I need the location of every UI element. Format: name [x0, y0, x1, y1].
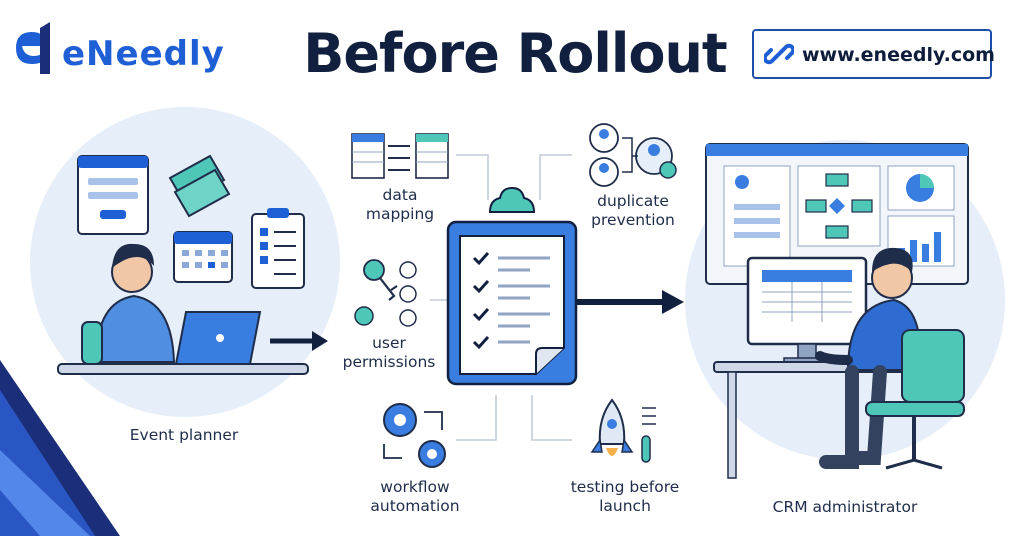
- step-duplicate-prevention: duplicate prevention: [568, 192, 698, 230]
- chair-icon: [865, 329, 965, 470]
- clipboard-icon: [446, 186, 578, 386]
- connector-lines: [430, 154, 572, 441]
- step-label-line: workflow: [380, 478, 450, 496]
- website-link[interactable]: www.eneedly.com: [752, 29, 995, 79]
- checklist-icon: [251, 208, 305, 289]
- arrow-to-checklist: [270, 331, 328, 351]
- corner-stripes-decoration: [0, 360, 120, 536]
- actor-event-planner: Event planner: [129, 426, 239, 444]
- calendar-icon: [173, 231, 233, 283]
- user-profiles-icon: [589, 123, 677, 187]
- spreadsheet-icon: [351, 133, 449, 179]
- logo-text: eNeedly: [62, 34, 225, 74]
- planner-desk: [57, 363, 309, 375]
- step-label-line: mapping: [365, 205, 435, 223]
- step-user-permissions: user permissions: [324, 334, 454, 372]
- logo-mark-icon: [16, 22, 50, 74]
- actor-crm-administrator: CRM administrator: [772, 498, 918, 516]
- step-label-line: duplicate: [597, 192, 669, 210]
- step-label-line: automation: [370, 497, 460, 515]
- step-label-line: user: [372, 334, 406, 352]
- page-title: Before Rollout: [303, 22, 727, 85]
- step-label-line: prevention: [591, 211, 675, 229]
- website-url[interactable]: www.eneedly.com: [802, 44, 995, 66]
- event-planner-figure: [81, 243, 176, 365]
- step-label-line: testing before: [570, 478, 680, 496]
- link-icon: [764, 43, 794, 65]
- step-label-line: data: [382, 186, 418, 204]
- laptop-icon: [174, 311, 262, 365]
- key-icon: [354, 259, 417, 327]
- web-form-icon: [77, 155, 149, 235]
- step-label-line: launch: [599, 497, 651, 515]
- rocket-icon: [590, 398, 656, 463]
- step-data-mapping: data mapping: [340, 186, 460, 224]
- brand-logo: eNeedly: [12, 18, 224, 80]
- step-testing-before-launch: testing before launch: [555, 478, 695, 516]
- ticket-icon: [168, 154, 231, 218]
- dashboard-icon: [705, 143, 969, 285]
- step-workflow-automation: workflow automation: [350, 478, 480, 516]
- gears-icon: [383, 403, 446, 468]
- monitor-icon: [746, 256, 868, 365]
- step-label-line: permissions: [342, 353, 436, 371]
- arrow-to-admin: [576, 290, 684, 314]
